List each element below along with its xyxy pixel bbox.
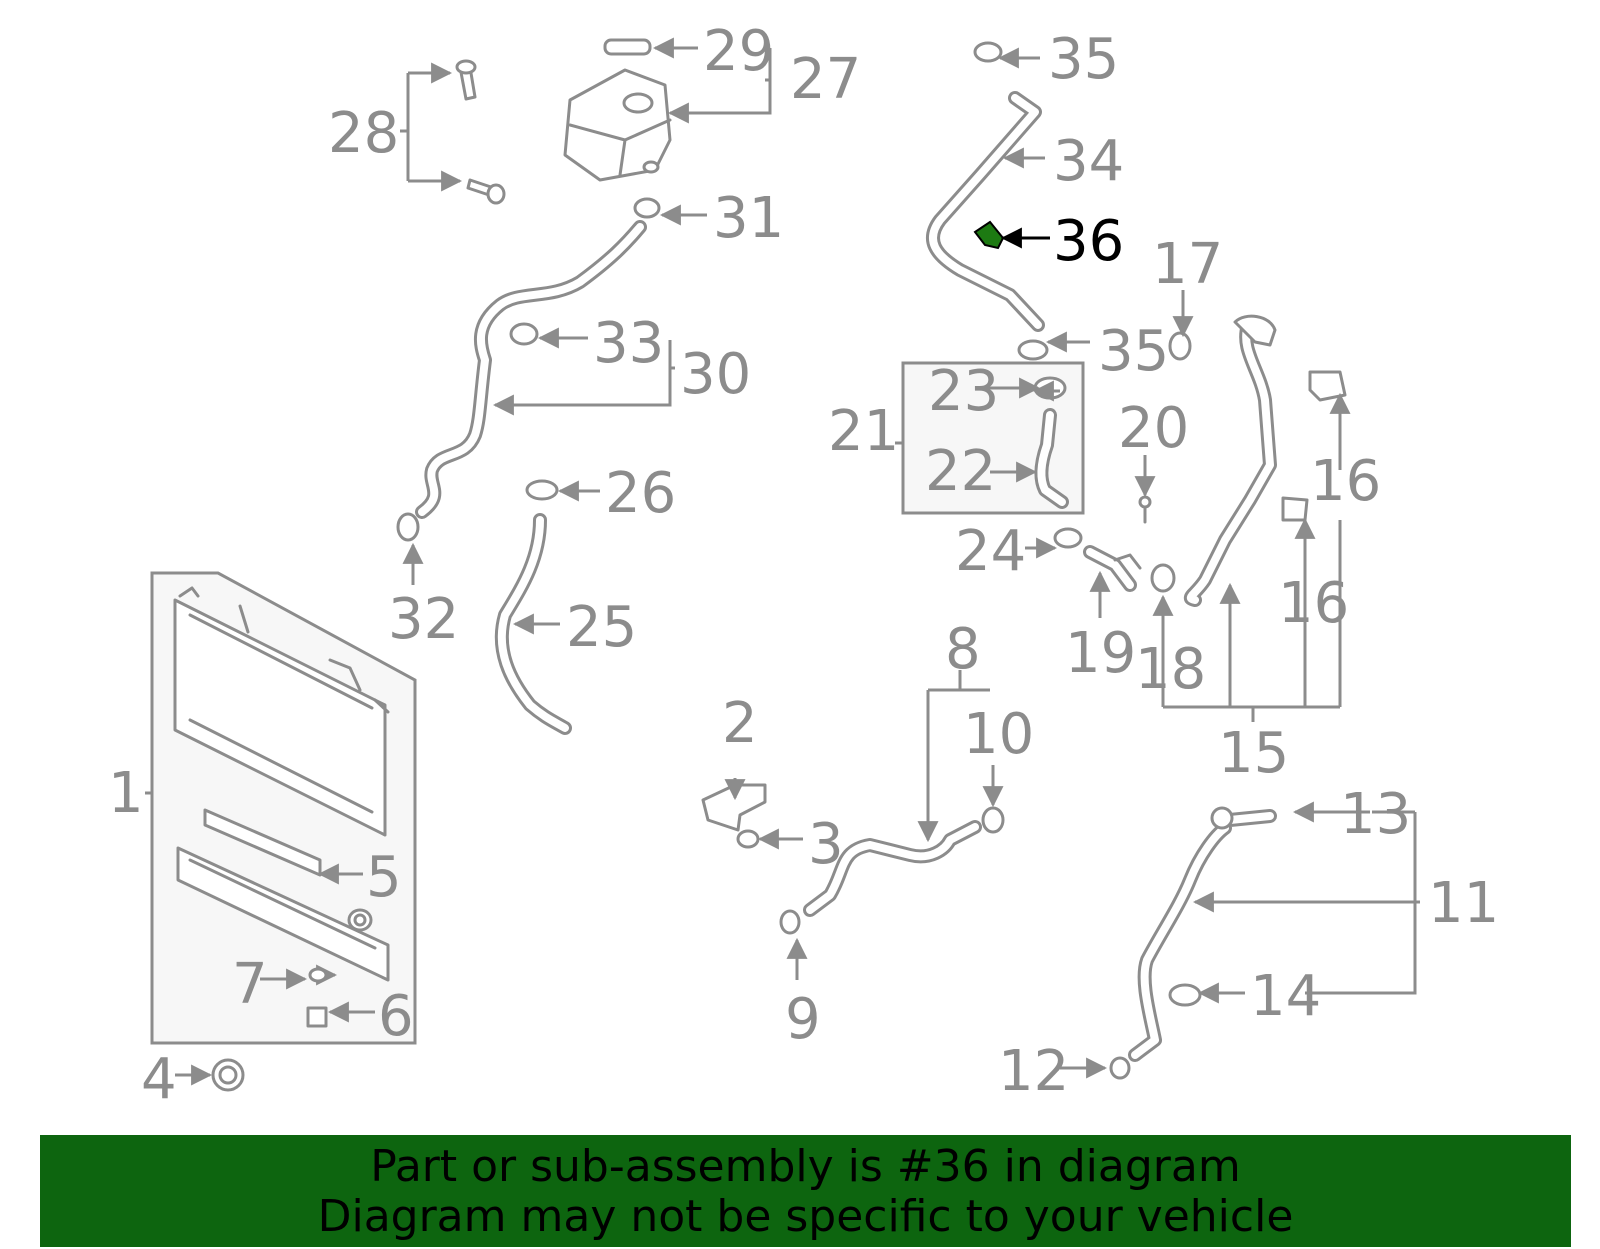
part-label-10: 10 [963, 702, 1034, 767]
part-label-16a: 16 [1310, 449, 1381, 514]
part-label-33: 33 [593, 311, 664, 376]
part-label-1: 1 [108, 761, 144, 826]
part-label-32: 32 [388, 587, 459, 652]
part-label-36: 36 [1053, 209, 1124, 274]
part-label-11: 11 [1428, 871, 1499, 936]
info-banner: Part or sub-assembly is #36 in diagram D… [40, 1135, 1571, 1247]
part-label-17: 17 [1152, 232, 1223, 297]
part-label-5: 5 [366, 845, 402, 910]
part-label-26: 26 [605, 461, 676, 526]
part-label-21: 21 [828, 399, 899, 464]
upper-hose [396, 197, 661, 542]
part-label-2: 2 [722, 691, 758, 756]
part-label-14: 14 [1250, 964, 1321, 1029]
part-label-30: 30 [680, 342, 751, 407]
part-number-labels: 1 2 3 4 5 6 7 8 9 10 11 12 13 14 15 16 1… [108, 19, 1499, 1112]
part-label-35b: 35 [1098, 319, 1169, 384]
right-hose-group [1053, 314, 1347, 607]
overflow-hose-34 [926, 41, 1049, 361]
part-label-19: 19 [1065, 621, 1136, 686]
part-label-15: 15 [1218, 721, 1289, 786]
part-36-highlighted [973, 220, 1005, 250]
part-label-20: 20 [1118, 396, 1189, 461]
part-label-35a: 35 [1048, 27, 1119, 92]
part-label-27: 27 [790, 47, 861, 112]
part-label-23: 23 [928, 359, 999, 424]
part-label-7: 7 [232, 952, 268, 1017]
part-label-31: 31 [713, 186, 784, 251]
part-label-9: 9 [785, 987, 821, 1052]
part-label-34: 34 [1053, 129, 1124, 194]
part-label-18: 18 [1135, 637, 1206, 702]
banner-line-part-number: Part or sub-assembly is #36 in diagram [370, 1141, 1241, 1192]
part-label-24: 24 [955, 519, 1026, 584]
part-label-16b: 16 [1278, 571, 1349, 636]
part-label-28: 28 [328, 101, 399, 166]
part-label-22: 22 [925, 439, 996, 504]
part-label-29: 29 [703, 19, 774, 84]
banner-line-disclaimer: Diagram may not be specific to your vehi… [317, 1191, 1294, 1242]
part-label-8: 8 [945, 617, 981, 682]
part-label-25: 25 [566, 595, 637, 660]
radiator-assembly [150, 571, 417, 1092]
reservoir-tank [455, 38, 672, 205]
leader-lines [145, 37, 1420, 1086]
hose-25 [494, 479, 572, 735]
part-label-4: 4 [141, 1047, 177, 1112]
part-label-12: 12 [998, 1039, 1069, 1104]
part-label-3: 3 [808, 812, 844, 877]
part-label-13: 13 [1340, 782, 1411, 847]
part-label-6: 6 [378, 984, 414, 1049]
